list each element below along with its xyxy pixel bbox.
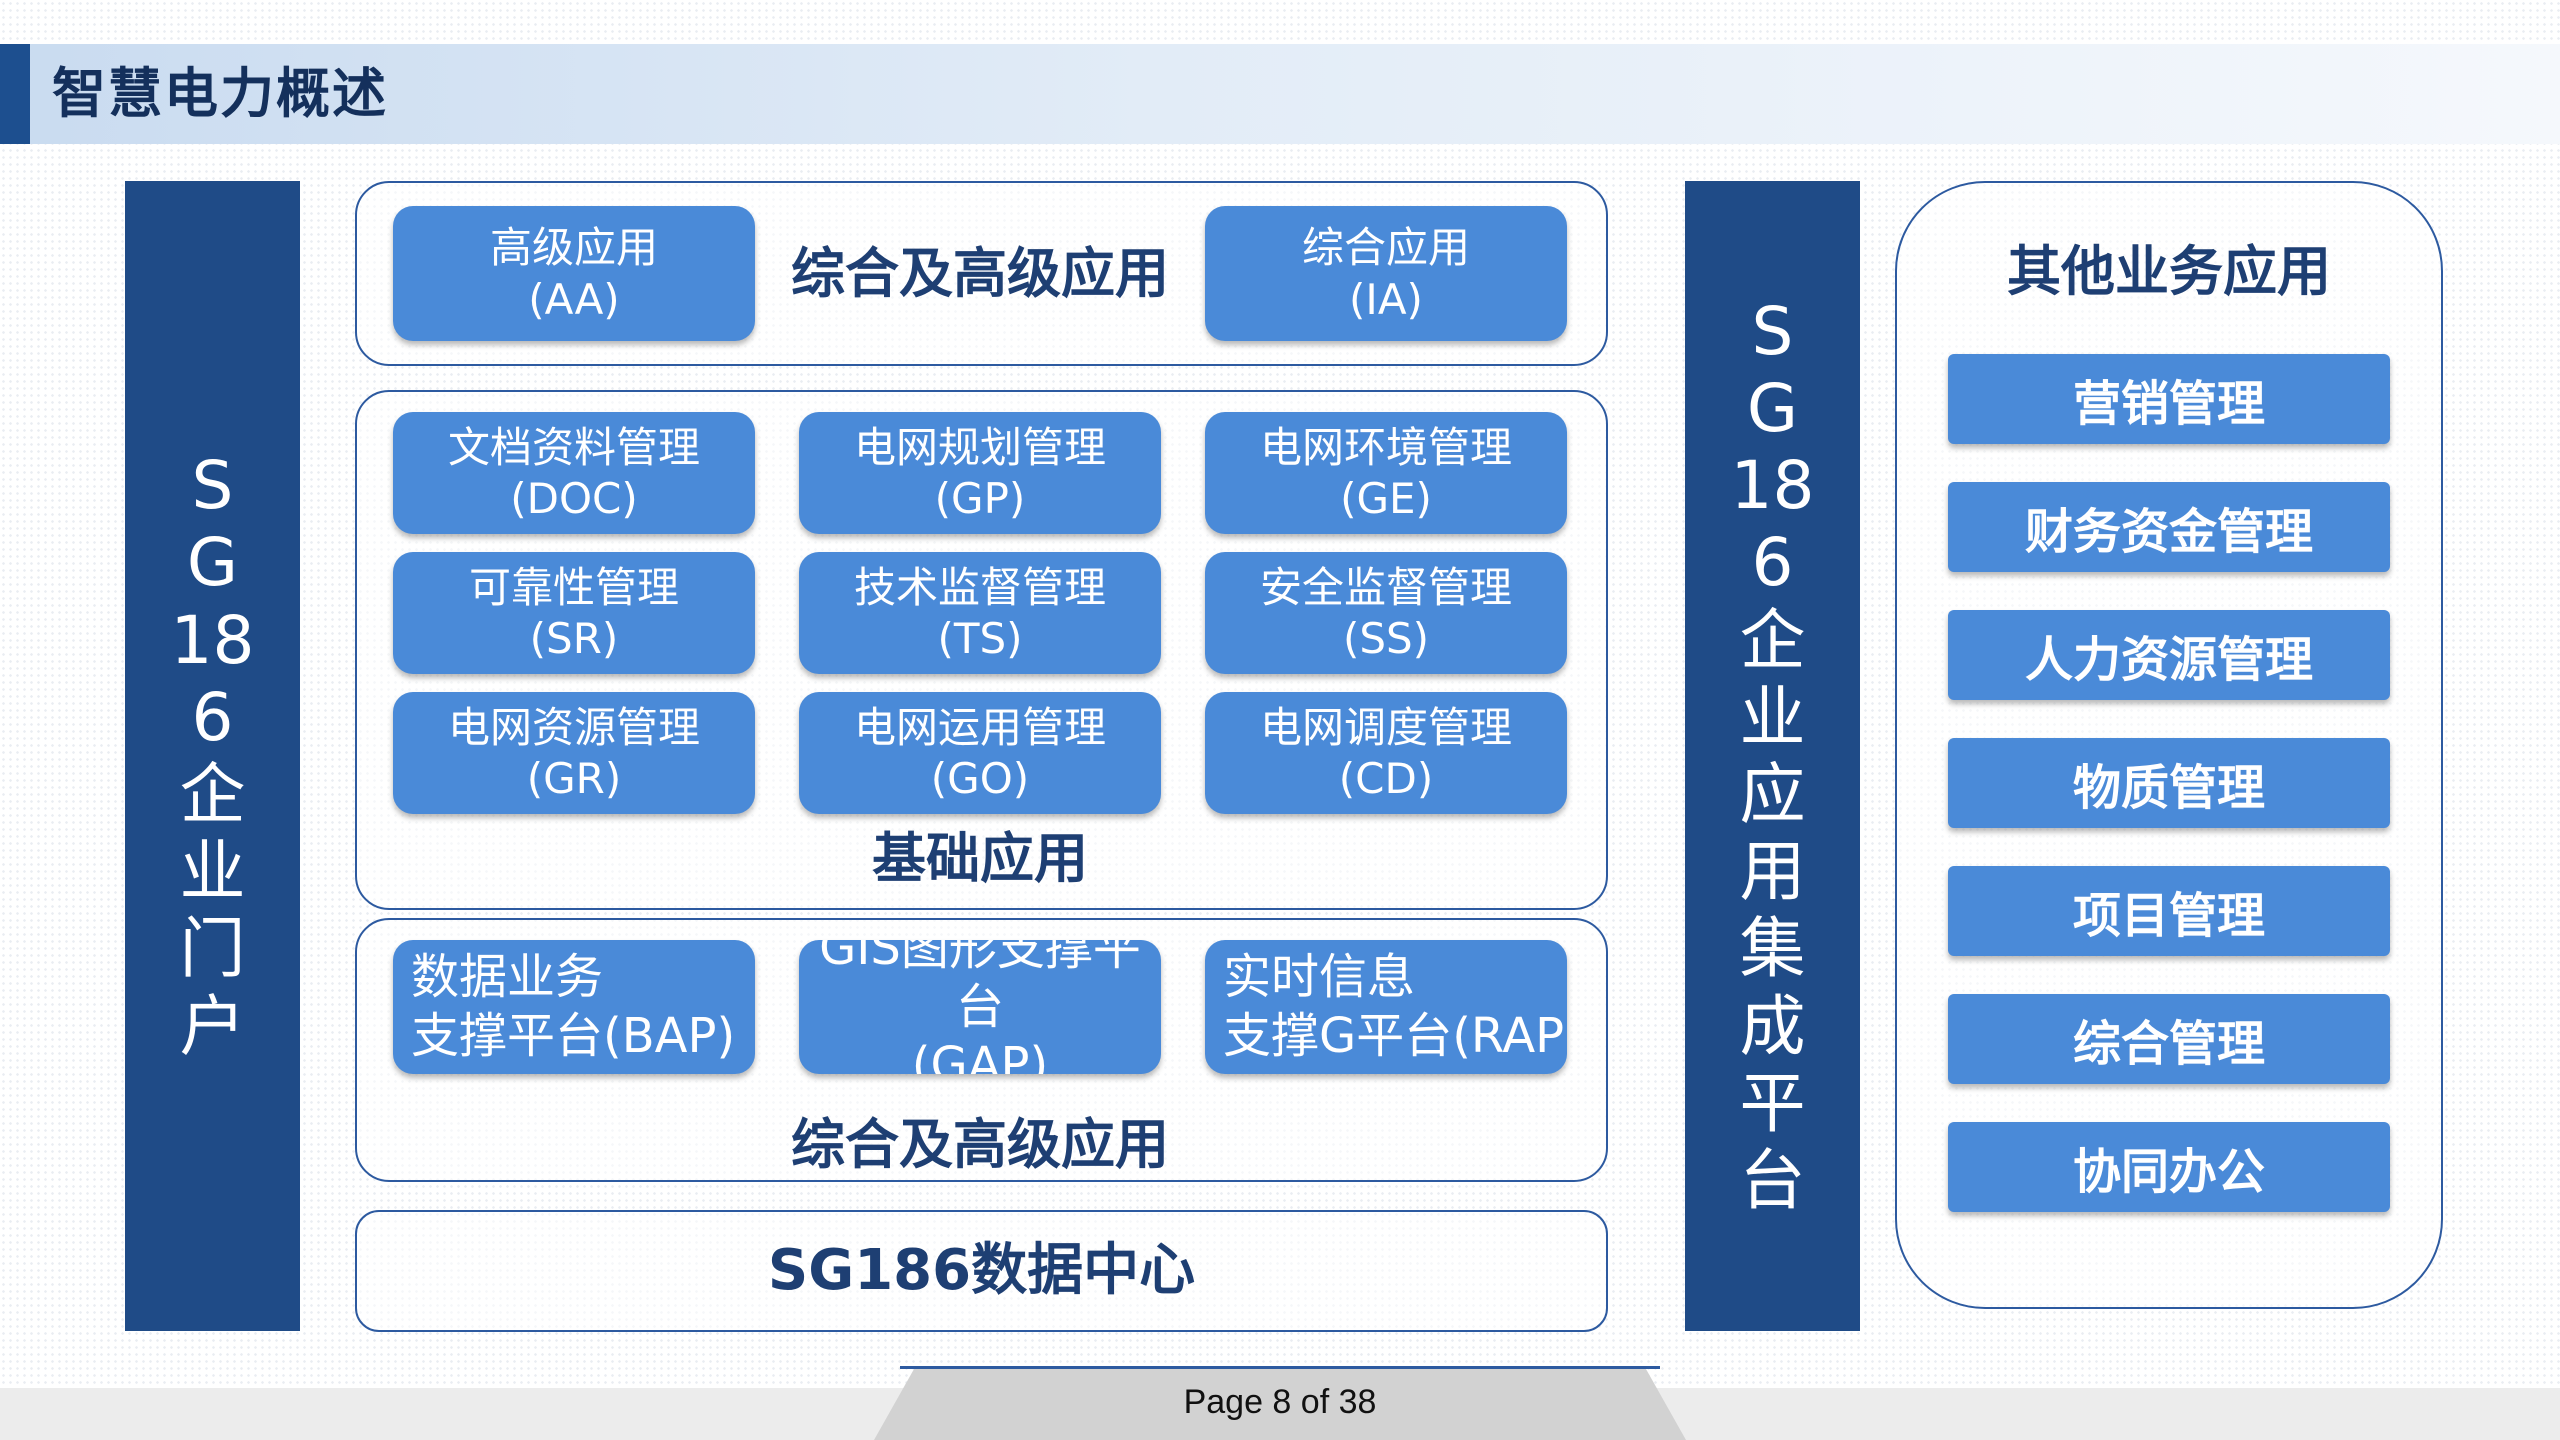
- platform-heading: 综合及高级应用: [791, 1113, 1169, 1176]
- module-ts[interactable]: 技术监督管理 (TS): [799, 552, 1161, 674]
- module-cd[interactable]: 电网调度管理 (CD): [1205, 692, 1567, 814]
- page-title: 智慧电力概述: [52, 62, 388, 125]
- integration-platform-column: SG186企业应用集成平台: [1685, 181, 1860, 1331]
- module-go[interactable]: 电网运用管理 (GO): [799, 692, 1161, 814]
- title-bar: [0, 44, 2560, 144]
- marketing-management-button[interactable]: 营销管理: [1948, 354, 2390, 444]
- module-ss[interactable]: 安全监督管理 (SS): [1205, 552, 1567, 674]
- data-center-label: SG186数据中心: [767, 1238, 1196, 1303]
- project-management-button[interactable]: 项目管理: [1948, 866, 2390, 956]
- module-doc[interactable]: 文档资料管理 (DOC): [393, 412, 755, 534]
- data-center-box: [355, 1210, 1608, 1332]
- enterprise-portal-label: SG186企业门户: [170, 447, 255, 1065]
- other-apps-heading: 其他业务应用: [2007, 240, 2331, 303]
- module-sr[interactable]: 可靠性管理 (SR): [393, 552, 755, 674]
- module-rap[interactable]: 实时信息 支撑G平台(RAP: [1205, 940, 1567, 1074]
- hr-management-button[interactable]: 人力资源管理: [1948, 610, 2390, 700]
- materials-management-button[interactable]: 物质管理: [1948, 738, 2390, 828]
- finance-management-button[interactable]: 财务资金管理: [1948, 482, 2390, 572]
- module-gp[interactable]: 电网规划管理 (GP): [799, 412, 1161, 534]
- module-gr[interactable]: 电网资源管理 (GR): [393, 692, 755, 814]
- module-aa[interactable]: 高级应用 (AA): [393, 206, 755, 341]
- integration-platform-label: SG186企业应用集成平台: [1730, 292, 1815, 1220]
- page-number: Page 8 of 38: [1183, 1383, 1377, 1421]
- footer-page-tab: [874, 1368, 1686, 1440]
- advanced-apps-heading: 综合及高级应用: [791, 242, 1169, 305]
- module-bap[interactable]: 数据业务 支撑平台(BAP): [393, 940, 755, 1074]
- enterprise-portal-column: SG186企业门户: [125, 181, 300, 1331]
- general-management-button[interactable]: 综合管理: [1948, 994, 2390, 1084]
- module-ge[interactable]: 电网环境管理 (GE): [1205, 412, 1567, 534]
- title-accent-bar: [0, 44, 30, 144]
- module-ia[interactable]: 综合应用 (IA): [1205, 206, 1567, 341]
- basic-apps-heading: 基础应用: [872, 827, 1088, 890]
- collaborative-office-button[interactable]: 协同办公: [1948, 1122, 2390, 1212]
- module-gap[interactable]: GIS图形支撑平台 (GAP): [799, 940, 1161, 1074]
- footer-divider: [900, 1366, 1660, 1369]
